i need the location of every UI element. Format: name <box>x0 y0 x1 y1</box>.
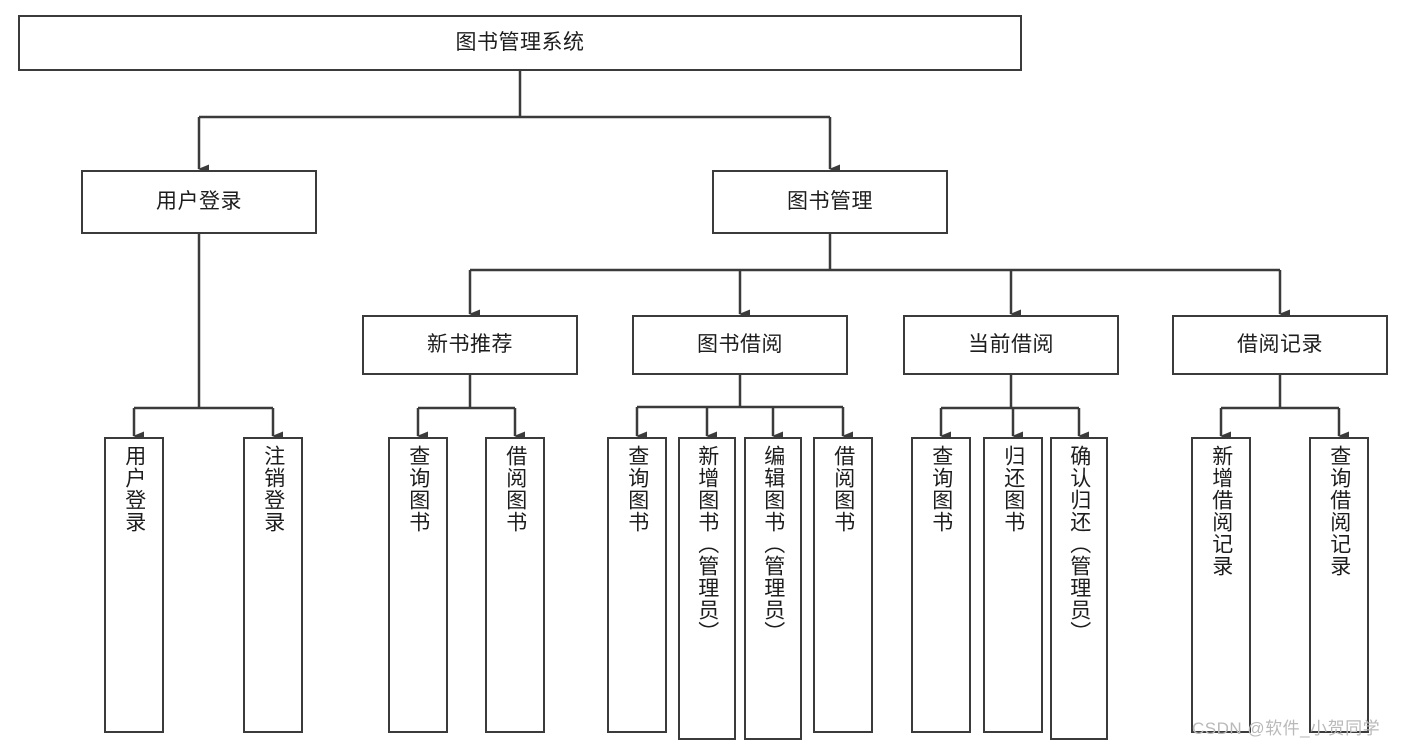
node-label: 查询图书 <box>929 445 953 533</box>
node-box[interactable]: 查询图书 <box>388 437 448 733</box>
node-label: 新增借阅记录 <box>1209 445 1233 577</box>
node-label: 查询借阅记录 <box>1327 445 1351 577</box>
node-box[interactable]: 当前借阅 <box>903 315 1119 375</box>
node-box[interactable]: 新增图书（管理员） <box>678 437 736 740</box>
node-label: 归还图书 <box>1001 445 1025 533</box>
node-box[interactable]: 图书借阅 <box>632 315 848 375</box>
node-label: 新增图书（管理员） <box>695 445 719 643</box>
node-label: 借阅图书 <box>503 445 527 533</box>
node-box[interactable]: 用户登录 <box>81 170 317 234</box>
node-label: 新书推荐 <box>427 333 513 357</box>
node-label: 图书管理系统 <box>455 31 585 55</box>
node-box[interactable]: 借阅记录 <box>1172 315 1388 375</box>
node-label: 查询图书 <box>406 445 430 533</box>
node-box[interactable]: 查询图书 <box>911 437 971 733</box>
node-label: 用户登录 <box>122 445 146 533</box>
node-label: 图书借阅 <box>697 333 783 357</box>
node-label: 编辑图书（管理员） <box>761 445 785 643</box>
watermark-text: CSDN @软件_小贺同学 <box>1192 719 1381 738</box>
node-label: 用户登录 <box>156 190 242 214</box>
node-box[interactable]: 用户登录 <box>104 437 164 733</box>
node-box[interactable]: 图书管理 <box>712 170 948 234</box>
node-box[interactable]: 编辑图书（管理员） <box>744 437 802 740</box>
node-box[interactable]: 图书管理系统 <box>18 15 1022 71</box>
node-label: 图书管理 <box>787 190 873 214</box>
node-box[interactable]: 新增借阅记录 <box>1191 437 1251 733</box>
edge-group <box>132 71 1349 441</box>
node-box[interactable]: 确认归还（管理员） <box>1050 437 1108 740</box>
node-box[interactable]: 归还图书 <box>983 437 1043 733</box>
node-box[interactable]: 借阅图书 <box>813 437 873 733</box>
node-box[interactable]: 查询图书 <box>607 437 667 733</box>
node-label: 当前借阅 <box>968 333 1054 357</box>
node-box[interactable]: 查询借阅记录 <box>1309 437 1369 733</box>
node-box[interactable]: 新书推荐 <box>362 315 578 375</box>
node-label: 借阅记录 <box>1237 333 1323 357</box>
node-label: 查询图书 <box>625 445 649 533</box>
node-box[interactable]: 注销登录 <box>243 437 303 733</box>
node-label: 注销登录 <box>261 445 285 533</box>
node-label: 借阅图书 <box>831 445 855 533</box>
node-label: 确认归还（管理员） <box>1067 445 1091 643</box>
node-box[interactable]: 借阅图书 <box>485 437 545 733</box>
